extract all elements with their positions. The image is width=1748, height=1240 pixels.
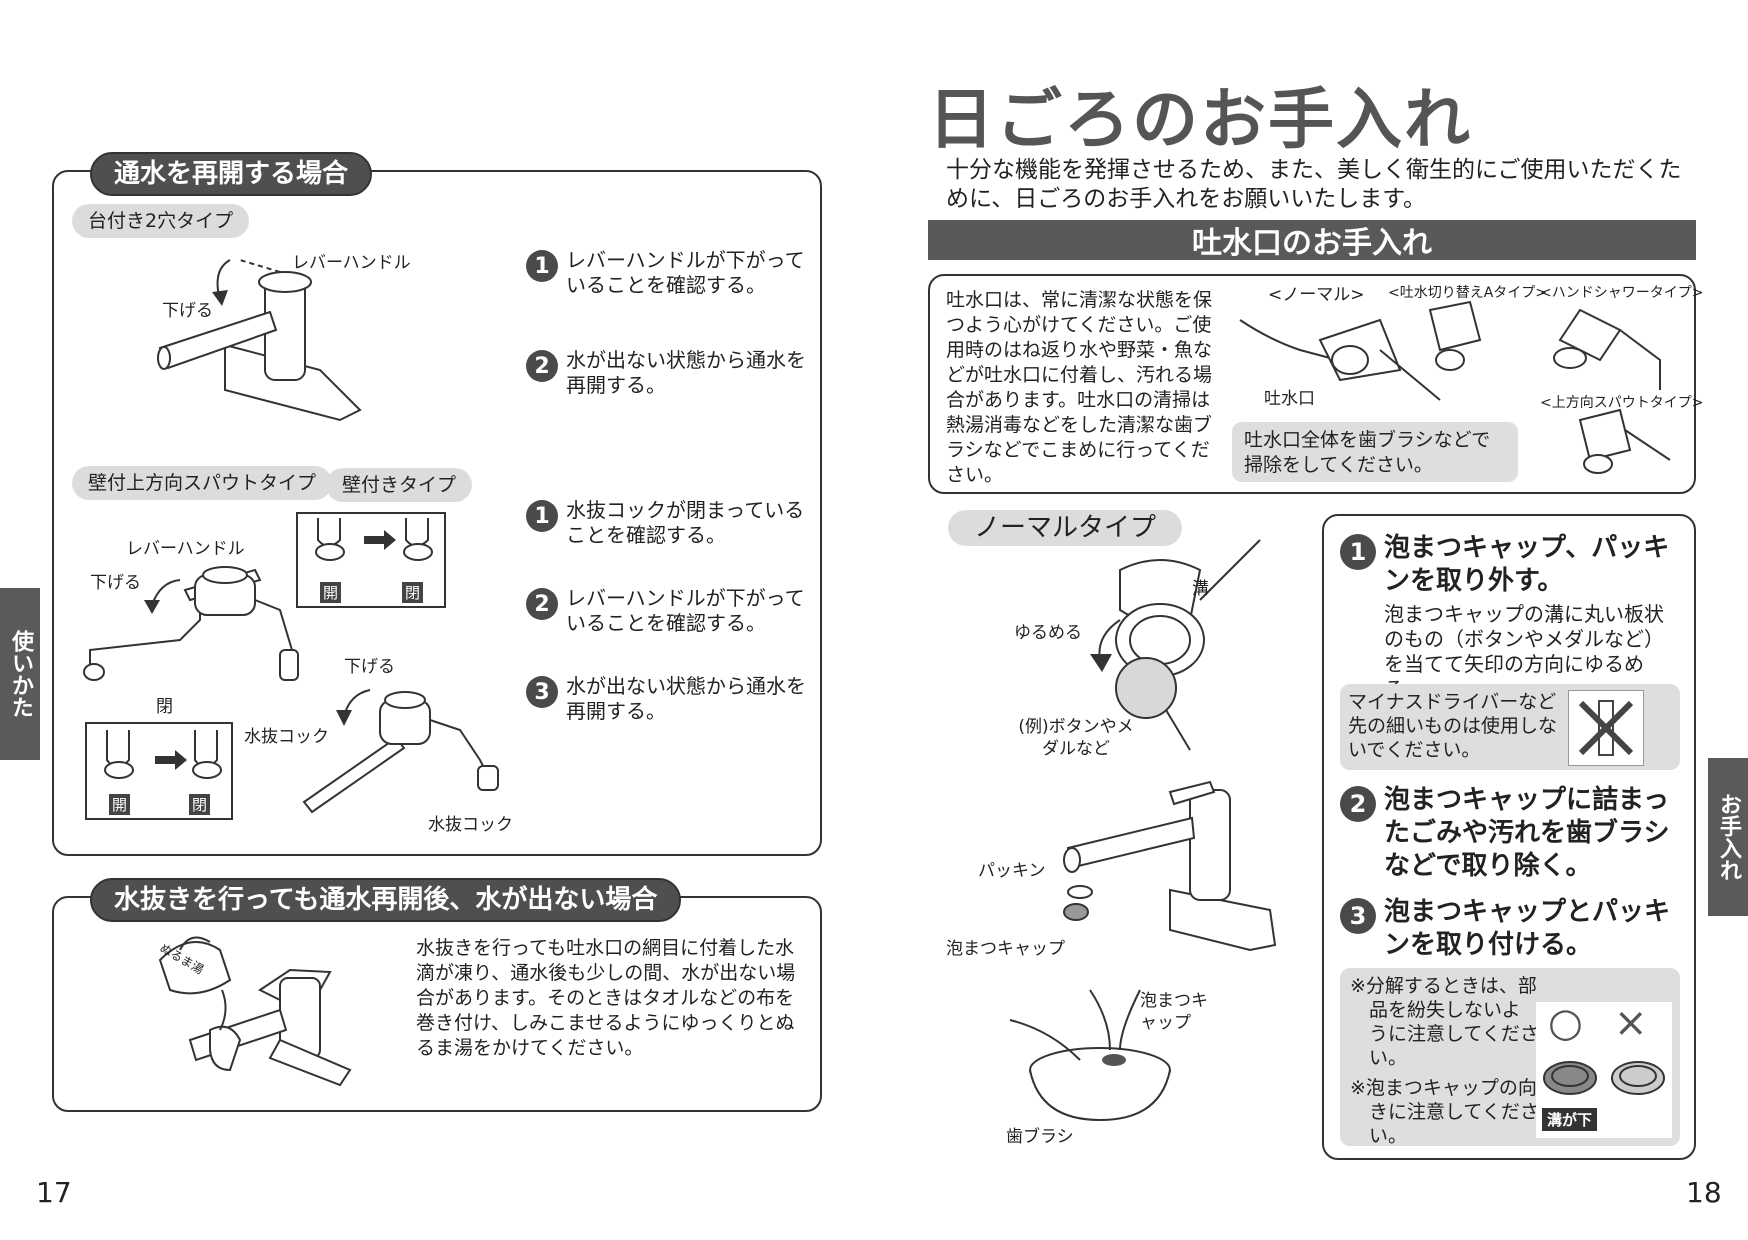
step-text: 水が出ない状態から通水を再開する。	[566, 674, 806, 723]
type2-label-a: 壁付上方向スパウトタイプ	[72, 466, 333, 500]
spout-care-note-text: 吐水口全体を歯ブラシなどで掃除をしてください。	[1244, 429, 1491, 476]
section-no-water-text: 水抜きを行っても吐水口の網目に付着した水滴が凍り、通水後も少しの間、水が出ない場…	[416, 937, 796, 1059]
page-number-left: 17	[36, 1176, 72, 1209]
step-number-badge: 1	[526, 500, 558, 532]
lower-label-2a: 下げる	[90, 573, 141, 593]
type-hand-shower-label: <ハンドシャワータイプ>	[1540, 285, 1704, 301]
groove-down-badge: 溝が下	[1542, 1108, 1598, 1131]
drain-cock-label-a: 水抜コック	[244, 727, 329, 747]
open-close-inset-b: 開 閉	[296, 512, 446, 608]
lower-label-1: 下げる	[162, 301, 213, 321]
ok-mark: ○	[1548, 1000, 1583, 1046]
step-detail: 泡まつキャップの溝に丸い板状のもの（ボタンやメダルなど）を当てて矢印の方向にゆる…	[1384, 602, 1664, 701]
step-number-badge: 3	[1340, 898, 1376, 934]
page-number-right: 18	[1686, 1176, 1722, 1209]
open-badge: 開	[109, 794, 131, 815]
cap-orientation-icons	[1543, 1061, 1665, 1095]
note-parts-loss: ※分解するときは、部品を紛失しないように注意してください。	[1350, 975, 1539, 1069]
cap-removal-illustration	[1090, 539, 1261, 751]
lower-label-2b: 下げる	[344, 657, 395, 677]
spout-care-text: 吐水口は、常に清潔な状態を保つよう心がけてください。ご使用時のはね返り水や野菜・…	[946, 289, 1213, 486]
type1-step-1: 1 レバーハンドルが下がっていることを確認する。	[526, 248, 808, 298]
type2-step-1: 1 水抜コックが閉まっていることを確認する。	[526, 498, 808, 548]
step-number-badge: 1	[526, 250, 558, 282]
warning-text: マイナスドライバーなど先の細いものは使用しないでください。	[1348, 691, 1558, 761]
section-no-water-title: 水抜きを行っても通水再開後、水が出ない場合	[90, 878, 682, 922]
spout-care-band: 吐水口のお手入れ	[928, 220, 1696, 261]
type-switch-a-label: <吐水切り替えAタイプ>	[1388, 285, 1548, 301]
deck-faucet-illustration	[157, 259, 362, 422]
lever-handle-label-1: レバーハンドル	[292, 253, 411, 273]
wall-faucet-illustration	[302, 689, 499, 814]
no-screwdriver-icon	[1568, 690, 1644, 766]
type2-step-2: 2 レバーハンドルが下がっていることを確認する。	[526, 586, 808, 636]
brush-label: 歯ブラシ	[1006, 1127, 1074, 1147]
spout-care-band-title: 吐水口のお手入れ	[1192, 226, 1432, 261]
cap-step-3: 3 泡まつキャップとパッキンを取り付ける。	[1340, 896, 1680, 962]
note-cap-direction: ※泡まつキャップの向きに注意してください。	[1350, 1077, 1539, 1147]
step-number-badge: 1	[1340, 534, 1376, 570]
drain-cock-label-b: 水抜コック	[428, 815, 513, 835]
open-close-inset-a: 開 閉	[85, 722, 233, 820]
cock-open-close-diagram	[104, 730, 222, 779]
step-number-badge: 2	[526, 350, 558, 382]
step-text: 水抜コックが閉まっていることを確認する。	[566, 498, 805, 547]
step-number-badge: 3	[526, 676, 558, 708]
cock-open-close-diagram	[315, 518, 433, 561]
type1-step-2: 2 水が出ない状態から通水を再開する。	[526, 348, 808, 398]
ng-mark: ×	[1614, 1000, 1648, 1046]
cap-label: 泡まつキャップ	[946, 939, 1065, 959]
brush-cleaning-illustration	[1009, 989, 1171, 1122]
step-text: レバーハンドルが下がっていることを確認する。	[566, 586, 805, 635]
step-number-badge: 2	[1340, 786, 1376, 822]
type-upward-spout-label: <上方向スパウトタイプ>	[1540, 395, 1704, 411]
side-tab-care: お手入れ	[1708, 758, 1748, 916]
spout-care-note: 吐水口全体を歯ブラシなどで掃除をしてください。	[1232, 422, 1518, 482]
cap-notes-box: ※分解するときは、部品を紛失しないように注意してください。 ※泡まつキャップの向…	[1340, 968, 1680, 1147]
loosen-label: ゆるめる	[1014, 623, 1082, 643]
step-number-badge: 2	[526, 588, 558, 620]
example-label: (例)ボタンやメダルなど	[1018, 717, 1134, 759]
step-title: 泡まつキャップとパッキンを取り付ける。	[1384, 897, 1671, 960]
lever-handle-label-2: レバーハンドル	[126, 539, 245, 559]
cap-label-2: 泡まつキャップ	[1140, 991, 1208, 1033]
section-no-water-box	[52, 896, 822, 1112]
closed-label: 閉	[156, 697, 173, 717]
normal-type-label: ノーマルタイプ	[948, 510, 1183, 546]
type-normal-label: <ノーマル>	[1268, 285, 1365, 305]
cap-step-1: 1 泡まつキャップ、パッキンを取り外す。 泡まつキャップの溝に丸い板状のもの（ボ…	[1340, 532, 1680, 702]
wall-up-spout-faucet-illustration	[83, 566, 299, 681]
warning-box: マイナスドライバーなど先の細いものは使用しないでください。	[1340, 684, 1680, 770]
spout-cleaning-illustrations	[1239, 300, 1671, 474]
side-tab-usage: 使いかた	[0, 588, 40, 760]
step-title: 泡まつキャップ、パッキンを取り外す。	[1384, 533, 1670, 596]
type2-step-3: 3 水が出ない状態から通水を再開する。	[526, 674, 808, 724]
type2-label-b: 壁付きタイプ	[326, 468, 473, 502]
crossed-screwdriver-icon	[1578, 700, 1634, 756]
step-title: 泡まつキャップに詰まったごみや汚れを歯ブラシなどで取り除く。	[1384, 785, 1670, 881]
close-badge: 閉	[402, 582, 424, 603]
intro-text: 十分な機能を発揮させるため、また、美しく衛生的にご使用いただくために、日ごろのお…	[946, 157, 1682, 212]
groove-label: 溝	[1192, 579, 1209, 599]
packing-label: パッキン	[978, 861, 1046, 881]
section-restart-water-title: 通水を再開する場合	[90, 152, 373, 196]
kettle-pouring-illustration	[158, 936, 352, 1087]
close-badge: 閉	[189, 794, 211, 815]
open-badge: 開	[320, 582, 342, 603]
outlet-label: 吐水口	[1264, 389, 1315, 409]
step-text: レバーハンドルが下がっていることを確認する。	[566, 248, 805, 297]
faucet-parts-illustration	[1063, 780, 1277, 952]
type1-label: 台付き2穴タイプ	[72, 204, 250, 238]
orientation-diagram: ○ × 溝が下	[1536, 1000, 1672, 1138]
cap-step-2: 2 泡まつキャップに詰まったごみや汚れを歯ブラシなどで取り除く。	[1340, 784, 1680, 883]
page-title: 日ごろのお手入れ	[928, 81, 1472, 158]
step-text: 水が出ない状態から通水を再開する。	[566, 348, 806, 397]
